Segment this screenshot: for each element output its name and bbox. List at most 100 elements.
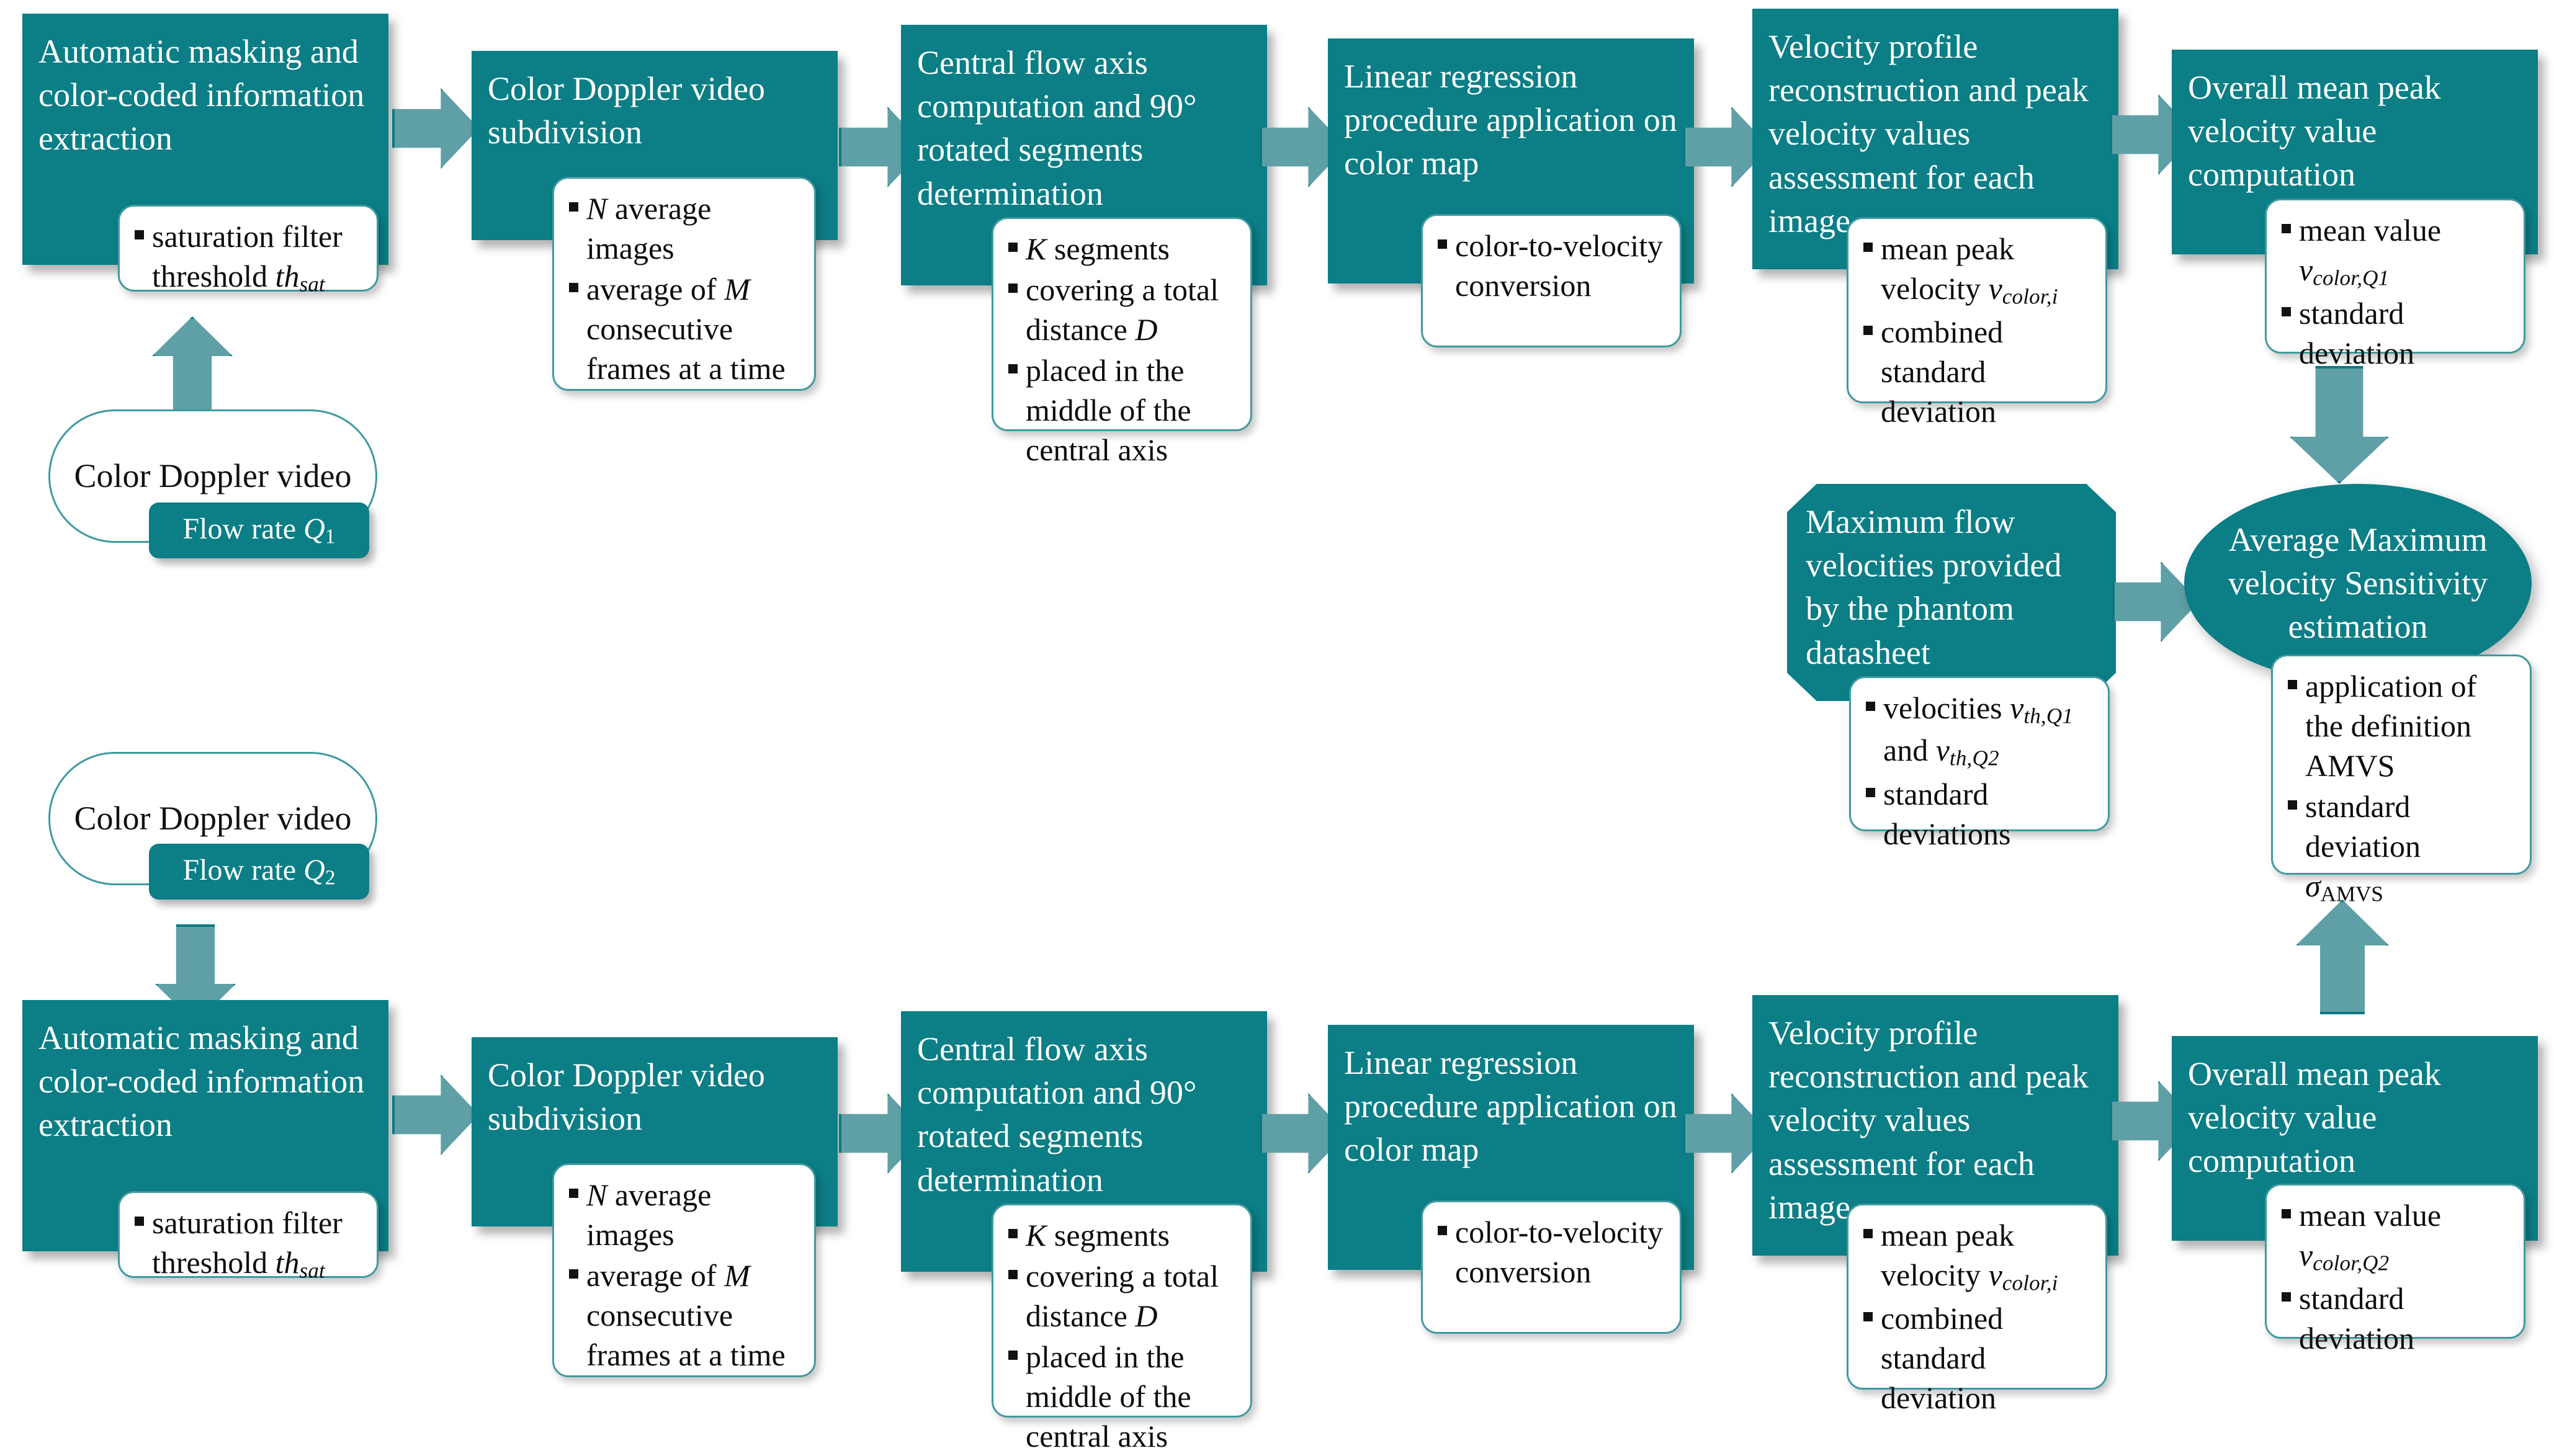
bullet-item: covering a total distance D: [1005, 1256, 1239, 1336]
bullet-text: average images: [586, 1177, 712, 1252]
callout-axis-q1: K segments covering a total distance D p…: [992, 217, 1252, 467]
bullet-text: average of: [586, 272, 725, 306]
bullet-text: standard deviation: [2299, 296, 2415, 371]
ellipse-title: Average Maximum velocity Sensitivity est…: [2228, 520, 2488, 646]
flow-rate-symbol: Q: [303, 512, 325, 546]
bullet-item: mean peak velocity vcolor,i: [1860, 1215, 2094, 1297]
bullet-subscript: sat: [299, 1258, 325, 1283]
callout-subdivision-q2: N average images average of M consecutiv…: [552, 1163, 816, 1377]
callout-regression-q2: color-to-velocity conversion: [1421, 1200, 1682, 1334]
process-title: Automatic masking and color-coded inform…: [38, 33, 365, 158]
bullet-text: color-to-velocity conversion: [1455, 1215, 1663, 1289]
bullet-item: combined standard deviation: [1860, 312, 2094, 431]
bullet-item: average of M consecutive frames at a tim…: [565, 269, 803, 388]
bullet-text: average images: [586, 191, 712, 266]
bullet-item: N average images: [565, 189, 803, 268]
arrow-up-overall-q2-to-amvs: [2296, 900, 2389, 1014]
bullet-subscript: th,Q2: [1949, 746, 1999, 771]
bullet-symbol: K: [1026, 1218, 1047, 1253]
bullet-subscript: AMVS: [2320, 882, 2383, 906]
arrow-down-overall-q1-to-amvs: [2290, 366, 2389, 484]
bullet-text: mean value: [2299, 1198, 2442, 1233]
flow-rate-pill-q2: Flow rate Q2: [149, 844, 369, 900]
bullet-symbol: M: [724, 272, 750, 306]
bullet-item: mean value vcolor,Q2: [2278, 1195, 2512, 1277]
callout-overall-q1: mean value vcolor,Q1 standard deviation: [2265, 199, 2525, 370]
bullet-text: covering a total distance: [1026, 1259, 1219, 1333]
bullet-symbol: M: [724, 1258, 750, 1293]
bullet-item: application of the definition AMVS: [2284, 666, 2519, 785]
arrow-right-1-2-q1: [392, 88, 479, 169]
bullet-text: mean peak velocity: [1881, 231, 2015, 306]
bullet-symbol: v: [1988, 1257, 2002, 1292]
flow-rate-subscript: 2: [325, 866, 336, 890]
process-title: Velocity profile reconstruction and peak…: [1768, 28, 2089, 239]
process-title: Automatic masking and color-coded inform…: [38, 1019, 365, 1144]
bullet-item: N average images: [565, 1175, 803, 1254]
bullet-symbol: v: [1935, 733, 1950, 768]
bullet-item: standard deviation σAMVS: [2284, 787, 2519, 908]
bullet-text: segments: [1046, 231, 1170, 266]
bullet-symbol: v: [2010, 690, 2024, 725]
bullet-item: covering a total distance D: [1005, 270, 1239, 349]
process-title: Central flow axis computation and 90° ro…: [917, 44, 1197, 212]
bullet-symbol: σ: [2305, 869, 2321, 903]
bullet-text: standard deviations: [1883, 776, 2011, 851]
bullet-text: mean value: [2299, 213, 2442, 248]
bullet-text: placed in the middle of the central axis: [1026, 353, 1191, 467]
callout-phantom-datasheet: velocities vth,Q1 and vth,Q2 standard de…: [1849, 676, 2110, 851]
bullet-text: velocities: [1883, 690, 2010, 725]
arrow-up-video-q1-to-masking: [152, 316, 233, 416]
callout-regression-q1: color-to-velocity conversion: [1421, 214, 1682, 347]
flowchart-canvas: Automatic masking and color-coded inform…: [22, 9, 2538, 1454]
bullet-subscript: color,Q1: [2313, 266, 2390, 290]
bullet-text: and: [1883, 733, 1936, 768]
bullet-subscript: color,i: [2002, 1271, 2058, 1295]
bullet-subscript: th,Q1: [2023, 703, 2074, 728]
ellipse-amvs-estimation: Average Maximum velocity Sensitivity est…: [2184, 484, 2532, 682]
bullet-symbol: v: [1988, 271, 2002, 306]
process-box-subdivision-q1: Color Doppler video subdivision: [472, 51, 838, 240]
callout-profile-q1: mean peak velocity vcolor,i combined sta…: [1847, 217, 2107, 429]
bullet-item: saturation filter threshold thsat: [131, 1203, 365, 1285]
bullet-text: combined standard deviation: [1881, 315, 2004, 429]
callout-profile-q2: mean peak velocity vcolor,i combined sta…: [1847, 1204, 2107, 1415]
bullet-symbol: K: [1026, 231, 1047, 266]
bullet-item: standard deviation: [2278, 293, 2512, 373]
bullet-text: saturation filter threshold: [152, 1205, 343, 1280]
bullet-item: standard deviation: [2278, 1279, 2512, 1358]
bullet-text: application of the definition AMVS: [2305, 669, 2477, 783]
flow-rate-prefix: Flow rate: [182, 854, 304, 887]
callout-axis-q2: K segments covering a total distance D p…: [992, 1204, 1252, 1454]
bullet-item: K segments: [1005, 229, 1239, 269]
bullet-symbol: N: [586, 1177, 607, 1212]
flow-rate-symbol: Q: [303, 854, 325, 887]
bullet-text: mean peak velocity: [1881, 1218, 2015, 1292]
process-title: Color Doppler video subdivision: [488, 1056, 765, 1138]
bullet-text: average of: [586, 1258, 725, 1293]
bullet-item: saturation filter threshold thsat: [131, 217, 365, 298]
bullet-text: combined standard deviation: [1881, 1301, 2004, 1416]
bullet-symbol: th: [275, 1245, 300, 1280]
bullet-symbol: th: [275, 259, 300, 293]
process-title: Overall mean peak velocity value computa…: [2188, 69, 2441, 194]
flow-rate-pill-q1: Flow rate Q1: [149, 502, 369, 558]
bullet-subscript: sat: [299, 272, 325, 297]
bullet-text: consecutive frames at a time: [586, 311, 786, 386]
terminator-label: Color Doppler video: [74, 457, 352, 495]
bullet-text: consecutive frames at a time: [586, 1298, 786, 1372]
bullet-item: combined standard deviation: [1860, 1298, 2094, 1418]
bullet-item: average of M consecutive frames at a tim…: [565, 1256, 803, 1375]
process-title: Velocity profile reconstruction and peak…: [1768, 1014, 2089, 1226]
bullet-text: segments: [1046, 1218, 1170, 1253]
flow-rate-prefix: Flow rate: [182, 512, 304, 546]
process-title: Central flow axis computation and 90° ro…: [917, 1030, 1197, 1199]
process-title: Linear regression procedure application …: [1344, 58, 1677, 182]
bullet-item: placed in the middle of the central axis: [1005, 351, 1239, 470]
bullet-symbol: v: [2299, 252, 2313, 287]
callout-overall-q2: mean value vcolor,Q2 standard deviation: [2265, 1184, 2525, 1356]
octagon-phantom-datasheet: Maximum flow velocities provided by the …: [1787, 484, 2116, 701]
bullet-item: K segments: [1005, 1215, 1239, 1255]
bullet-text: placed in the middle of the central axis: [1026, 1339, 1191, 1454]
flow-rate-subscript: 1: [325, 525, 336, 548]
